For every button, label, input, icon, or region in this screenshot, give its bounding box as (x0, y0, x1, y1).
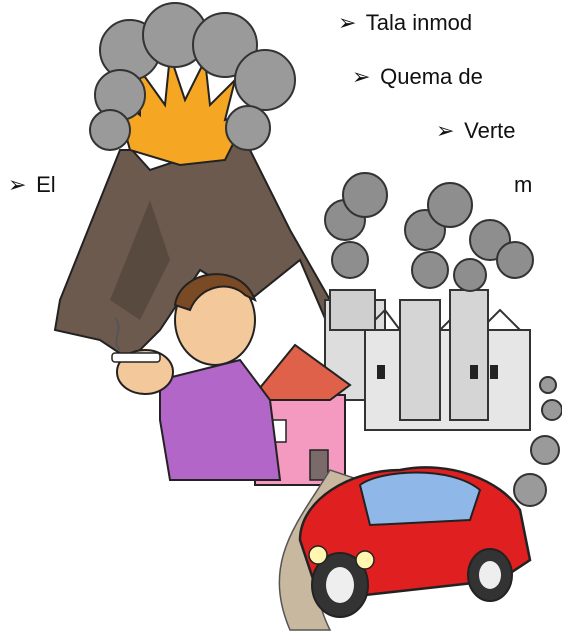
smoking-man (111, 273, 282, 481)
bullet-text: Tala inmod (365, 10, 473, 35)
arrow-icon: ➢ (352, 64, 371, 89)
bullet-text: Verte (464, 118, 516, 143)
bullet-m: m (514, 172, 532, 198)
bullet-text: m (514, 172, 533, 197)
red-car (298, 466, 532, 618)
arrow-icon: ➢ (436, 118, 455, 143)
volcano-smoke (89, 2, 296, 151)
factory-smoke (324, 172, 534, 292)
arrow-icon: ➢ (338, 10, 357, 35)
factory (324, 289, 531, 431)
arrow-icon: ➢ (8, 172, 27, 197)
bullet-el: ➢ El (8, 172, 56, 198)
bullet-vertidos: ➢ Verte (436, 118, 516, 144)
bullet-text: Quema de (380, 64, 483, 89)
cigarette (111, 352, 161, 363)
bullet-text: El (36, 172, 56, 197)
car-exhaust-smoke (513, 376, 562, 507)
bullet-quema: ➢ Quema de (352, 64, 483, 90)
bullet-tala: ➢ Tala inmod (338, 10, 472, 36)
